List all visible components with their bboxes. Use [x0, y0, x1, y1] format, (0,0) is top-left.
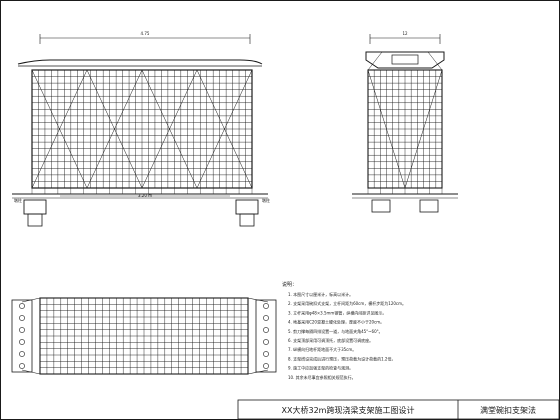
cross-section-view: 12 [352, 31, 458, 213]
bolt-circle [263, 363, 269, 369]
note-line: 4. 地基采用C20混凝土硬化处理，厚度不小于20cm。 [288, 319, 384, 325]
girder-outline [17, 59, 263, 65]
note-line: 7. 纵横向扫地杆距地面不大于35cm。 [288, 346, 356, 352]
note-line: 9. 施工中应加强支架的检查与观测。 [288, 365, 353, 371]
bolt-circle [263, 327, 269, 333]
note-line: 2. 支架采用碗扣式支架，立杆间距为60cm，横杆步距为120cm。 [288, 300, 406, 306]
brace-diagonal [141, 69, 198, 189]
box-cell [391, 54, 419, 65]
bolt-circle [19, 327, 25, 333]
note-line: 6. 支架顶部采用可调顶托，底部设置可调底座。 [288, 337, 373, 343]
pier-left [23, 199, 47, 215]
bolt-circle [263, 351, 269, 357]
brace-diagonal [31, 69, 88, 189]
section-bracing [367, 51, 443, 194]
brace-diagonal [86, 69, 143, 189]
elevation-view: 4.75 3.20 m 墩柱 墩柱 [12, 31, 270, 227]
project-title: XX大桥32m跨现浇梁支架施工图设计 [282, 405, 415, 415]
brace-diagonal [367, 69, 406, 189]
notes-heading: 说明： [282, 281, 297, 288]
elevation-dim-top: 4.75 [141, 31, 150, 36]
note-line: 8. 支架搭设完成后进行预压，预压荷载为设计荷载的1.2倍。 [288, 355, 395, 361]
section-grid [368, 70, 442, 188]
brace-diagonal [196, 69, 253, 189]
cross-bracing [31, 69, 253, 194]
pier-left-stem [27, 213, 43, 227]
plan-grid [40, 298, 248, 374]
section-footing-left [371, 199, 391, 213]
bolt-circle [263, 303, 269, 309]
elevation-dim-bottom: 3.20 m [138, 193, 152, 198]
pier-label-right: 墩柱 [262, 197, 270, 203]
support-strut [427, 51, 443, 71]
pier-right-stem [239, 213, 255, 227]
bolt-circle [19, 303, 25, 309]
note-line: 1. 本图尺寸以厘米计，标高以米计。 [288, 291, 353, 297]
scaffold-grid [32, 70, 252, 188]
section-dim-top: 12 [402, 31, 408, 36]
section-footing-right [419, 199, 439, 213]
support-strut [367, 51, 383, 71]
bolt-circle [19, 363, 25, 369]
plan-pier-left [11, 299, 33, 373]
bolt-circle [263, 339, 269, 345]
brace-diagonal [404, 69, 443, 189]
bolt-circle [19, 339, 25, 345]
note-line: 3. 立杆采用φ48×3.5mm钢管，纵横向间距详见图示。 [288, 309, 386, 315]
note-line: 10. 其余未尽事宜参照相关规范执行。 [288, 374, 356, 380]
bolt-circle [19, 315, 25, 321]
pier-right [235, 199, 259, 215]
note-line: 5. 剪刀撑每隔四排设置一道，与地面夹角45°~60°。 [288, 328, 383, 334]
box-girder-section [365, 51, 445, 69]
title-block-frame [237, 399, 560, 420]
plan-bolts [19, 303, 269, 369]
plan-view [11, 297, 277, 375]
plan-pier-right [255, 299, 277, 373]
bolt-circle [19, 351, 25, 357]
drawing-title: 满堂碗扣支架法 [480, 405, 536, 415]
notes-block: 说明： 1. 本图尺寸以厘米计，标高以米计。 2. 支架采用碗扣式支架，立杆间距为… [282, 281, 406, 380]
pier-label-left: 墩柱 [14, 197, 22, 203]
bolt-circle [263, 315, 269, 321]
title-block: XX大桥32m跨现浇梁支架施工图设计 满堂碗扣支架法 [237, 399, 560, 420]
